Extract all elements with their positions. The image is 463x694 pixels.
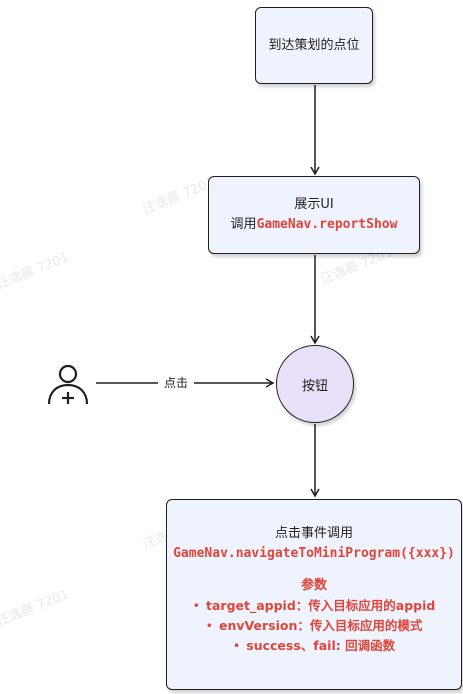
navigate-code: GameNav.navigateToMiniProgram({xxx}) — [173, 546, 455, 561]
user-add-icon — [46, 362, 90, 408]
param-text: success、fail: 回调函数 — [246, 638, 396, 653]
node-show-ui-call: 调用GameNav.reportShow — [231, 215, 398, 235]
param-text: envVersion：传入目标应用的模式 — [218, 618, 423, 633]
bullet: • — [192, 598, 200, 613]
param-text: target_appid：传入目标应用的appid — [206, 598, 436, 613]
param-item: • target_appid：传入目标应用的appid — [193, 596, 436, 616]
node-button[interactable]: 按钮 — [276, 345, 354, 423]
node-click-event[interactable]: 点击事件调用 GameNav.navigateToMiniProgram({xx… — [166, 499, 462, 690]
node-show-ui[interactable]: 展示UI 调用GameNav.reportShow — [208, 176, 420, 254]
param-item: • envVersion：传入目标应用的模式 — [193, 616, 436, 636]
node-button-text: 按钮 — [301, 378, 328, 394]
param-item: • success、fail: 回调函数 — [193, 636, 436, 656]
node-reach-point-text: 到达策划的点位 — [268, 37, 360, 53]
params-list: • target_appid：传入目标应用的appid • envVersion：传… — [193, 596, 436, 656]
bullet: • — [205, 618, 213, 633]
bullet: • — [232, 638, 241, 653]
node-reach-point[interactable]: 到达策划的点位 — [255, 7, 373, 84]
node-show-ui-title: 展示UI — [294, 197, 334, 212]
call-prefix: 调用 — [230, 217, 257, 232]
click-event-title: 点击事件调用 — [274, 526, 353, 541]
report-show-code: GameNav.reportShow — [256, 217, 398, 232]
params-title: 参数 — [300, 578, 327, 593]
edge-label-click: 点击 — [158, 374, 195, 392]
